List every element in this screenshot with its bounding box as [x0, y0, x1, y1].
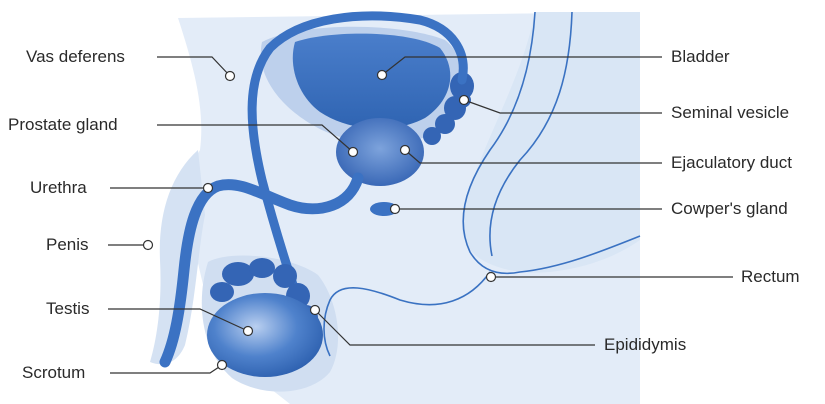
label-cowpers-gland: Cowper's gland [671, 199, 788, 219]
label-prostate-gland: Prostate gland [8, 115, 118, 135]
label-seminal-vesicle: Seminal vesicle [671, 103, 789, 123]
label-testis: Testis [46, 299, 89, 319]
label-rectum: Rectum [741, 267, 800, 287]
dot-penis [144, 241, 153, 250]
dot-cowpers-gland [391, 205, 400, 214]
dot-vas-deferens [226, 72, 235, 81]
label-vas-deferens: Vas deferens [26, 47, 125, 67]
label-scrotum: Scrotum [22, 363, 85, 383]
dot-urethra [204, 184, 213, 193]
dot-seminal-vesicle [460, 96, 469, 105]
label-ejaculatory-duct: Ejaculatory duct [671, 153, 792, 173]
label-bladder: Bladder [671, 47, 730, 67]
dot-bladder [378, 71, 387, 80]
label-penis: Penis [46, 235, 89, 255]
dot-epididymis [311, 306, 320, 315]
dot-scrotum [218, 361, 227, 370]
label-epididymis: Epididymis [604, 335, 686, 355]
dot-prostate [349, 148, 358, 157]
label-urethra: Urethra [30, 178, 87, 198]
dot-testis [244, 327, 253, 336]
dot-rectum [487, 273, 496, 282]
dot-ejaculatory-duct [401, 146, 410, 155]
